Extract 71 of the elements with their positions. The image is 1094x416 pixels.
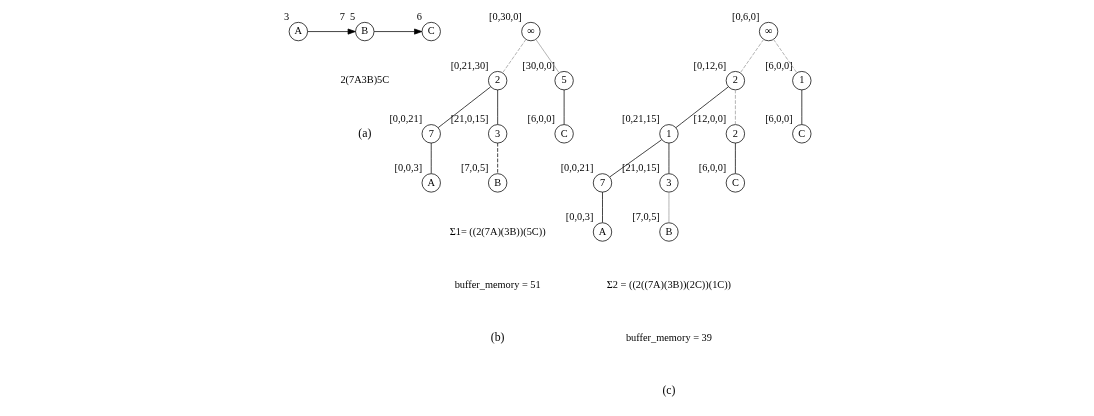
node-circle: B bbox=[487, 173, 507, 193]
node-label: [0,30,0] bbox=[488, 10, 522, 22]
node-circle: 2 bbox=[725, 124, 745, 144]
connector bbox=[496, 142, 498, 174]
node-circle: A bbox=[421, 173, 441, 193]
connector bbox=[608, 139, 662, 178]
connector bbox=[675, 86, 729, 128]
node-circle: A bbox=[592, 222, 612, 242]
node-label: [7,0,5] bbox=[460, 161, 489, 173]
node-label: [21,0,15] bbox=[621, 161, 660, 173]
node-circle: C bbox=[554, 124, 574, 144]
node-circle: C bbox=[725, 173, 745, 193]
node-label: [0,21,30] bbox=[450, 59, 489, 71]
connector bbox=[430, 142, 432, 174]
node-circle: 1 bbox=[791, 71, 811, 91]
connector bbox=[437, 86, 491, 128]
connector bbox=[772, 39, 797, 73]
label: Σ2 = ((2((7A)(3B))(2C))(1C)) bbox=[606, 278, 731, 290]
node-label: 3 bbox=[283, 10, 289, 22]
node-label: [6,0,0] bbox=[698, 161, 726, 173]
node-circle: 3 bbox=[487, 124, 507, 144]
node-circle: 1 bbox=[658, 124, 679, 144]
node-label: [0,6,0] bbox=[731, 10, 759, 22]
connector bbox=[563, 89, 564, 125]
node-label: [21,0,15] bbox=[450, 112, 489, 124]
node-circle: 3 bbox=[658, 173, 679, 193]
node-label: [6,0,0] bbox=[764, 112, 793, 124]
node-label: [0,0,3] bbox=[565, 210, 593, 222]
label: (c) bbox=[661, 383, 675, 398]
connector bbox=[668, 142, 669, 174]
node-label: [0,0,21] bbox=[560, 161, 593, 173]
node-label: 6 bbox=[416, 10, 422, 22]
connector bbox=[734, 142, 736, 174]
label: buffer_memory = 51 bbox=[454, 278, 541, 290]
label: buffer_memory = 39 bbox=[625, 332, 712, 344]
node-label: [7,0,5] bbox=[631, 210, 660, 222]
connector bbox=[601, 191, 603, 223]
node-label: [0,0,3] bbox=[394, 161, 422, 173]
connector bbox=[668, 191, 669, 223]
connector bbox=[800, 89, 802, 125]
node-label: [12,0,0] bbox=[693, 112, 726, 124]
node-circle: ∞ bbox=[520, 21, 540, 42]
label: 2(7A3B)5C bbox=[339, 74, 389, 86]
node-circle: 5 bbox=[554, 71, 574, 91]
node-label: 7 5 bbox=[339, 10, 355, 22]
node-circle: B bbox=[354, 21, 374, 42]
node-label: [30,0,0] bbox=[521, 59, 555, 71]
connector bbox=[496, 89, 498, 125]
node-circle: ∞ bbox=[758, 21, 778, 42]
label: (b) bbox=[490, 330, 505, 345]
node-circle: 7 bbox=[421, 124, 441, 144]
connector bbox=[734, 89, 736, 125]
node-label: [0,0,21] bbox=[388, 112, 422, 124]
node-circle: B bbox=[658, 222, 679, 242]
node-circle: 2 bbox=[487, 71, 507, 91]
label: (a) bbox=[357, 125, 371, 140]
node-label: [6,0,0] bbox=[526, 112, 555, 124]
label: Σ1= ((2(7A)(3B))(5C)) bbox=[449, 225, 546, 237]
node-circle: C bbox=[421, 21, 441, 42]
node-circle: 2 bbox=[725, 71, 745, 91]
connector bbox=[739, 39, 764, 73]
arrow bbox=[373, 28, 422, 35]
connector bbox=[501, 39, 526, 73]
node-circle: 7 bbox=[592, 173, 612, 193]
node-circle: C bbox=[791, 124, 811, 144]
node-circle: A bbox=[288, 21, 308, 42]
connector bbox=[535, 39, 559, 73]
node-label: [0,21,15] bbox=[621, 112, 660, 124]
arrow bbox=[306, 28, 356, 35]
node-label: [6,0,0] bbox=[764, 59, 793, 71]
node-label: [0,12,6] bbox=[693, 59, 726, 71]
